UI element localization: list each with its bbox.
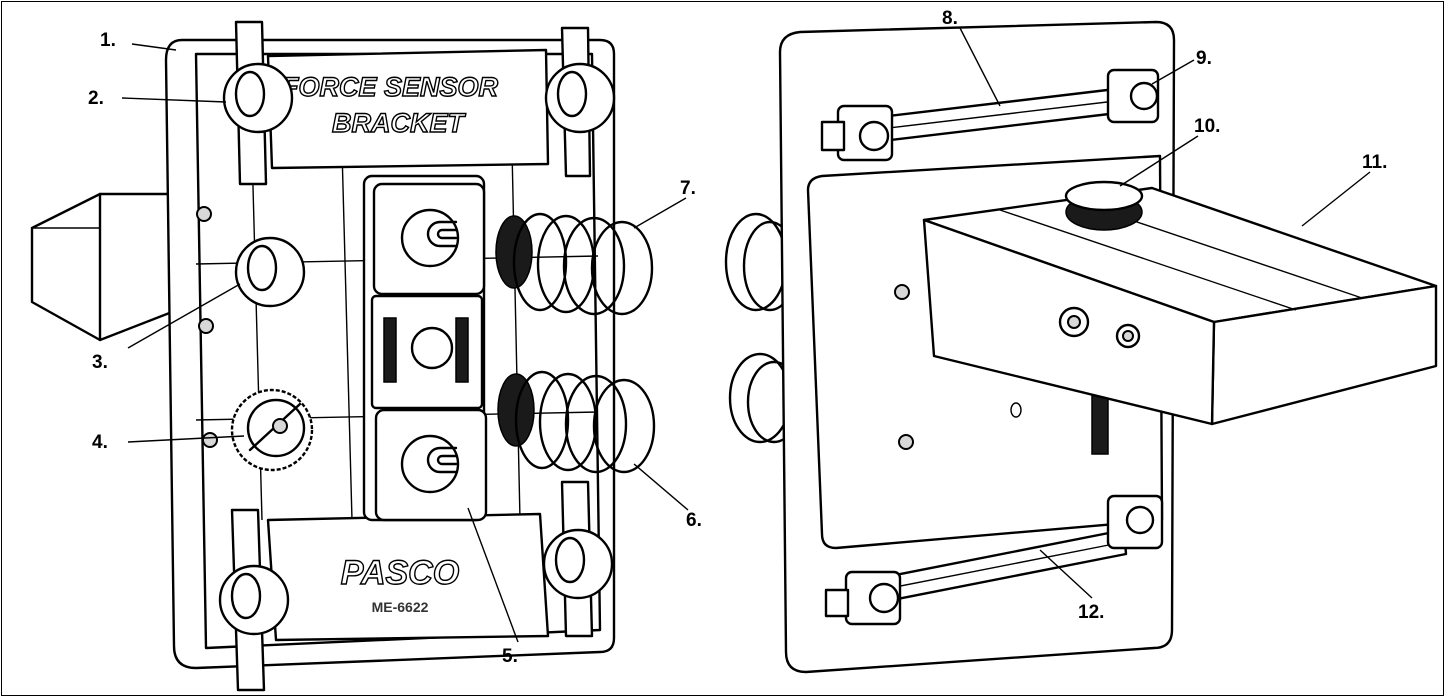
callout-11: 11. <box>1362 152 1387 173</box>
knurled-knob <box>230 388 314 472</box>
callout-7: 7. <box>680 178 696 199</box>
callout-10: 10. <box>1194 116 1220 137</box>
sensor-body <box>30 192 174 342</box>
callout-4: 4. <box>92 432 108 453</box>
bracket-title-line1: FORCE SENSOR <box>282 72 499 102</box>
spring-upper <box>495 212 654 316</box>
logo-plate: PASCO ME-6622 <box>266 512 550 642</box>
callout-3: 3. <box>92 352 108 373</box>
callout-8: 8. <box>942 8 958 29</box>
model-number: ME-6622 <box>372 599 429 615</box>
callout-12: 12. <box>1078 602 1104 623</box>
thumbscrew-bottom-left <box>218 508 290 692</box>
thumbscrew-top-right <box>544 26 616 178</box>
thumbscrew-top-left <box>222 20 294 186</box>
rear-view <box>724 20 1438 674</box>
pasco-logo: PASCO <box>341 554 459 592</box>
magnet-carriage <box>362 174 488 522</box>
thumb-nut <box>1064 180 1144 231</box>
push-knob <box>234 236 306 308</box>
sensor-tray <box>922 186 1438 426</box>
thumbscrew-bottom-right <box>542 480 614 638</box>
callouts: 1. 2. 3. 4. 5. 6. 7. 8. 9. 10. 11. 12. <box>88 8 1387 667</box>
callout-5: 5. <box>502 646 518 667</box>
bottom-rail <box>824 494 1164 626</box>
callout-9: 9. <box>1196 48 1212 69</box>
top-rail <box>820 68 1160 162</box>
spring-lower <box>497 370 656 474</box>
title-plate: FORCE SENSOR BRACKET <box>266 48 550 170</box>
callout-2: 2. <box>88 88 104 109</box>
callout-6: 6. <box>686 510 702 531</box>
bracket-title-line2: BRACKET <box>332 108 467 138</box>
front-view: FORCE SENSOR BRACKET PASCO ME-6622 <box>30 20 656 692</box>
callout-1: 1. <box>100 30 116 51</box>
